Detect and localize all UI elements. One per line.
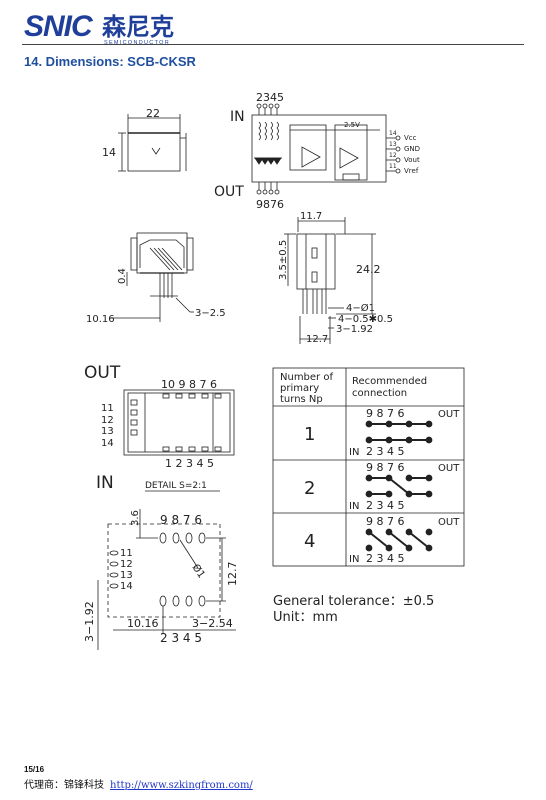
detail-diam-label: Ø1	[190, 562, 208, 581]
footer-agent: 代理商：锦锋科技	[24, 780, 104, 791]
schematic-out-label: OUT	[214, 184, 244, 200]
detail-bottom-pins: 2 3 4 5	[160, 631, 202, 645]
front-left-label: 10.16	[86, 314, 115, 325]
logo-subtitle: SEMICONDUCTOR	[104, 40, 170, 46]
right-bottom-label: 12.7	[306, 334, 328, 345]
side-view: 22 14	[102, 107, 187, 172]
turns-table: Number of primary turns Np Recommended c…	[272, 367, 465, 567]
table-row3-turns: 4	[304, 531, 315, 552]
pin-11-name: Vref	[404, 167, 419, 175]
table-row3-in: IN	[349, 554, 359, 565]
table-row1-bottom-pins: 2 3 4 5	[366, 445, 404, 458]
detail-left-dim-label: 3−1.92	[83, 601, 96, 642]
top-view-in-label: IN	[96, 473, 114, 493]
table-row2-out: OUT	[438, 463, 460, 474]
pin-12-name: Vout	[404, 156, 420, 164]
table-row2-bottom-pins: 2 3 4 5	[366, 499, 404, 512]
page-number: 15/16	[24, 765, 45, 774]
detail-side-pin-12: 12	[120, 559, 133, 570]
top-view-out-label: OUT	[84, 363, 121, 383]
logo-brand: SNIC	[24, 10, 93, 43]
detail-title: DETAIL S=2:1	[145, 481, 207, 491]
front-pitch-label: 3−2.5	[195, 308, 226, 319]
pin-14-num: 14	[389, 130, 397, 137]
detail-side-pin-14: 14	[120, 581, 133, 592]
top-view-side-pin-13: 13	[101, 426, 114, 437]
table-row1-top-pins: 9 8 7 6	[366, 407, 404, 420]
top-view-side-pin-12: 12	[101, 415, 114, 426]
schematic-ref-voltage: 2.5V	[344, 121, 360, 129]
top-view-pins-top: 10 9 8 7 6	[161, 378, 217, 391]
table-row1-turns: 1	[304, 424, 315, 445]
detail-view: DETAIL S=2:1 9 8 7 6 11 12 13 14 Ø1 3.6 …	[83, 481, 239, 650]
table-row3-top-pins: 9 8 7 6	[366, 515, 404, 528]
front-height-label: 0.4	[117, 268, 128, 284]
detail-side-pin-11: 11	[120, 548, 133, 559]
table-row2-turns: 2	[304, 478, 315, 499]
table-header-connection-line1: Recommended	[352, 376, 427, 387]
detail-right-dim-label: 12.7	[226, 562, 239, 587]
right-view: 11.7 3.5±0.5 24.2 4−Ø1 4−0.5✱0.5 3−1.92 …	[278, 211, 393, 345]
unit-note: Unit：mm	[273, 610, 338, 625]
table-row1-out: OUT	[438, 409, 460, 420]
detail-side-pin-13: 13	[120, 570, 133, 581]
top-view-pins-bottom: 1 2 3 4 5	[165, 457, 214, 470]
table-row3-bottom-pins: 2 3 4 5	[366, 552, 404, 565]
section-title: 14. Dimensions: SCB-CKSR	[24, 54, 196, 69]
table-header-connection-line2: connection	[352, 388, 407, 399]
right-pitch-label: 3−1.92	[336, 324, 373, 335]
side-width-label: 22	[146, 107, 160, 120]
pin-12-num: 12	[389, 152, 397, 159]
right-pins-label: 4−0.5✱0.5	[338, 314, 393, 325]
front-view: 0.4 10.16 3−2.5	[86, 232, 226, 325]
right-hole-label: 4−Ø1	[346, 302, 375, 314]
general-tolerance: General tolerance：±0.5	[273, 594, 434, 609]
table-header-turns-line2: primary	[280, 383, 319, 394]
table-header-turns-line1: Number of	[280, 372, 333, 383]
side-height-label: 14	[102, 146, 116, 159]
pin-14-name: Vcc	[404, 134, 417, 142]
pin-13-name: GND	[404, 145, 420, 153]
detail-top-pins: 9 8 7 6	[160, 513, 202, 527]
schematic-bottom-pins: 9876	[256, 198, 284, 211]
table-row3-out: OUT	[438, 517, 460, 528]
right-top-label: 11.7	[300, 211, 322, 222]
table-header-turns-line3: turns Np	[280, 394, 323, 405]
pin-11-num: 11	[389, 163, 397, 170]
detail-bottom-left-label: 10.16	[127, 617, 159, 630]
top-view-side-pin-11: 11	[101, 403, 114, 414]
right-left-label: 3.5±0.5	[278, 240, 289, 280]
right-height-label: 24.2	[356, 263, 381, 276]
pin-13-num: 13	[389, 141, 397, 148]
top-view: OUT 10 9 8 7 6 11 12 13 14 1 2 3 4 5 IN	[84, 363, 235, 493]
schematic: 2345 IN OUT 9876 2.5V	[214, 91, 420, 211]
table-row1-in: IN	[349, 447, 359, 458]
logo-chinese-name: 森尼克	[102, 13, 174, 41]
table-row2-top-pins: 9 8 7 6	[366, 461, 404, 474]
schematic-in-label: IN	[230, 109, 245, 125]
schematic-top-pins: 2345	[256, 91, 284, 104]
notes: General tolerance：±0.5 Unit：mm	[273, 594, 434, 625]
detail-bottom-right-label: 3−2.54	[192, 617, 233, 630]
top-view-side-pin-14: 14	[101, 438, 114, 449]
header-divider	[22, 44, 524, 45]
footer-line: 代理商：锦锋科技 http://www.szkingfrom.com/	[24, 776, 253, 791]
table-row2-in: IN	[349, 501, 359, 512]
detail-top-dim-label: 3.6	[130, 510, 141, 526]
footer-website-link[interactable]: http://www.szkingfrom.com/	[110, 780, 253, 791]
